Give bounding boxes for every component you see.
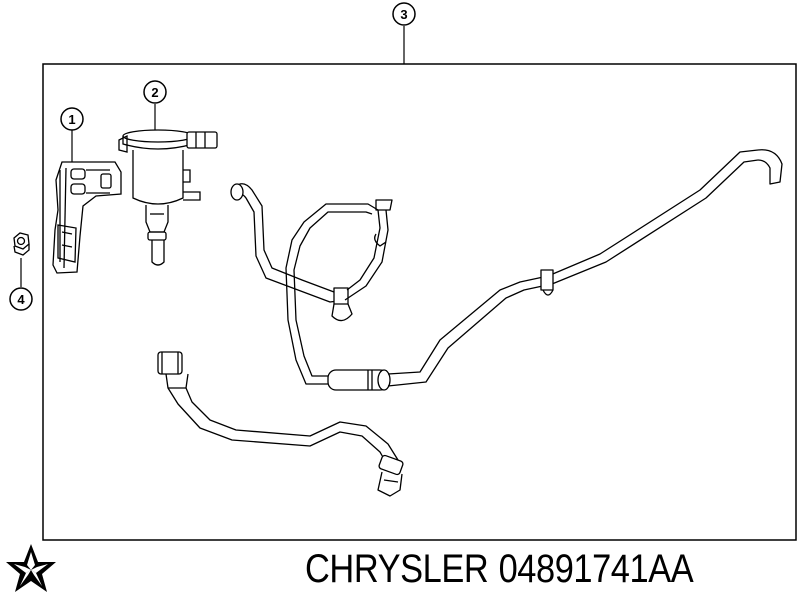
tube-assembly-lower (157, 351, 404, 497)
canister-part (118, 129, 218, 266)
bracket-part (52, 161, 122, 274)
callout-3: 3 (392, 2, 416, 64)
chrysler-pentastar-icon (6, 544, 56, 592)
callout-3-label: 3 (400, 7, 407, 22)
callout-4-label: 4 (17, 292, 25, 307)
callout-2: 2 (143, 80, 167, 132)
callout-1: 1 (60, 107, 84, 162)
nut-part (13, 232, 30, 256)
part-number: 04891741AA (498, 547, 694, 591)
diagram-frame (42, 63, 797, 541)
brand-name: CHRYSLER (305, 547, 489, 591)
callout-2-label: 2 (151, 85, 158, 100)
callout-4: 4 (9, 258, 33, 311)
callout-1-label: 1 (68, 112, 75, 127)
tube-assembly-upper (230, 149, 783, 391)
